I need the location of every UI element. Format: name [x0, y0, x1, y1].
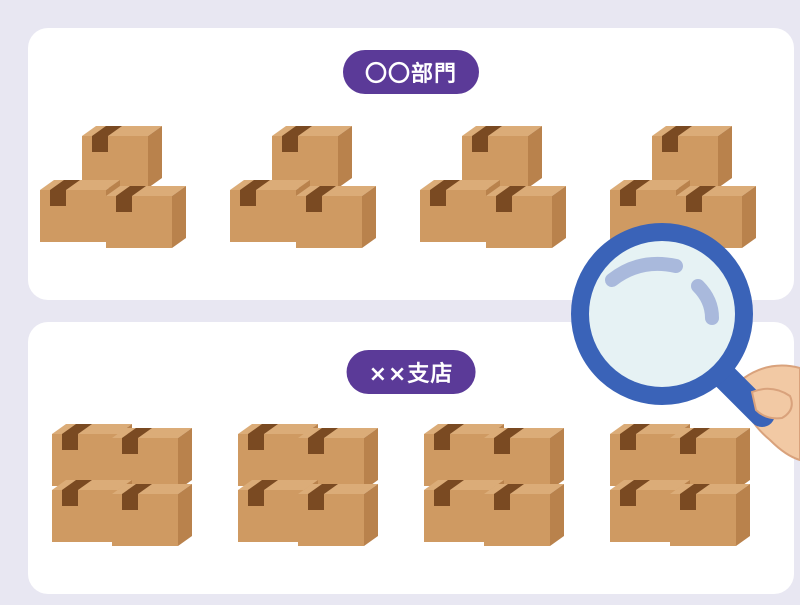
magnifying-glass-icon: [571, 223, 800, 462]
box-stack-bottom: [424, 424, 564, 546]
box-stack-bottom: [52, 424, 192, 546]
branch-label: ××支店: [346, 350, 476, 394]
department-label: 〇〇部門: [342, 50, 480, 94]
box-stack-top: [230, 126, 376, 248]
box-stack-bottom: [238, 424, 378, 546]
box-stack-top: [40, 126, 186, 248]
box-stack-top: [420, 126, 566, 248]
box-stack-bottom: [610, 424, 750, 546]
